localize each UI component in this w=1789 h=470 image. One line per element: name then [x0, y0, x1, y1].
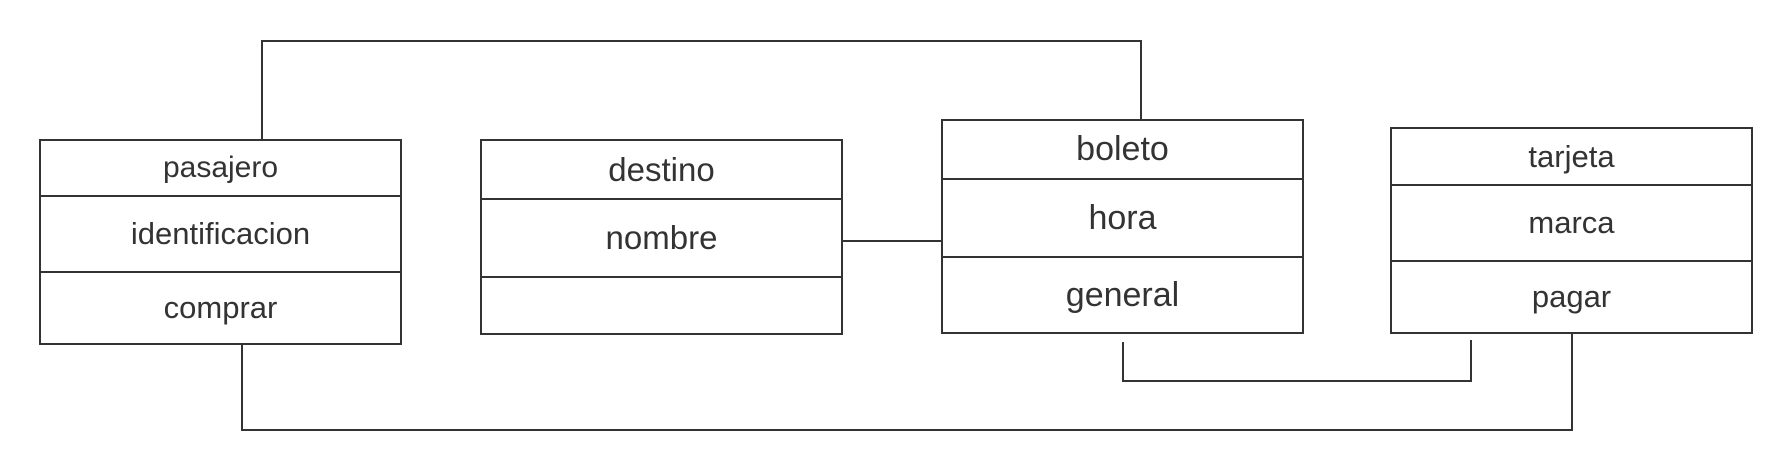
class-attribute: marca: [1392, 184, 1751, 260]
class-name: destino: [608, 150, 715, 188]
class-name: pasajero: [162, 151, 279, 184]
class-attribute: identificacion: [41, 195, 400, 271]
class-boleto[interactable]: boleto hora general: [941, 119, 1304, 334]
class-method: comprar: [41, 271, 400, 343]
class-name: tarjeta: [1528, 138, 1615, 174]
class-name: boleto: [1076, 130, 1169, 168]
connector-pasajero-boleto[interactable]: [261, 40, 1142, 140]
class-method: general: [943, 256, 1302, 332]
class-tarjeta[interactable]: tarjeta marca pagar: [1390, 127, 1753, 334]
class-method: pagar: [1392, 260, 1751, 332]
class-attribute: hora: [943, 178, 1302, 256]
class-attribute: nombre: [482, 198, 841, 276]
class-method: [482, 276, 841, 333]
connector-pasajero-tarjeta[interactable]: [241, 333, 1573, 431]
class-pasajero[interactable]: pasajero identificacion comprar: [39, 139, 402, 345]
class-destino[interactable]: destino nombre: [480, 139, 843, 335]
connector-boleto-tarjeta[interactable]: [1122, 340, 1472, 382]
